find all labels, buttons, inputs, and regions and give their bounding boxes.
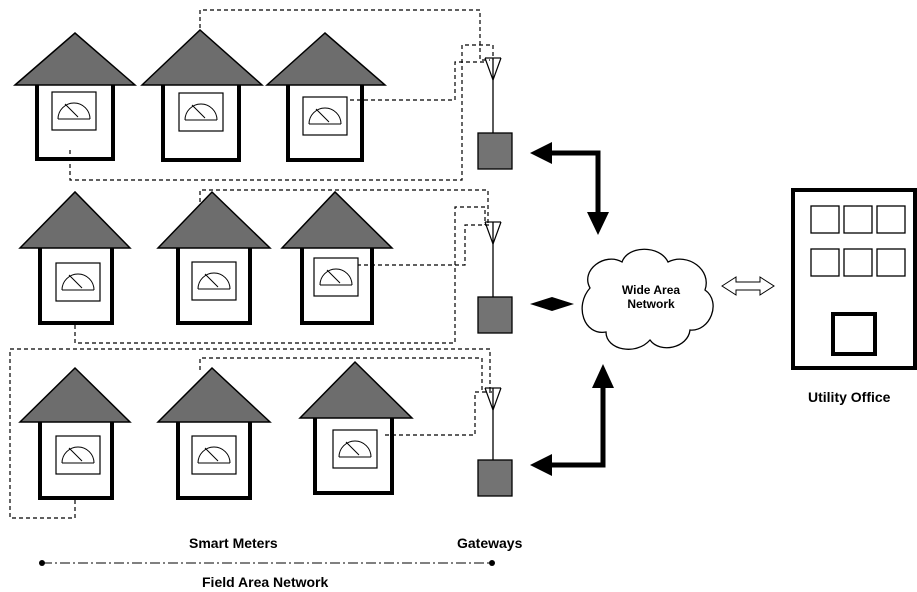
- arrowhead: [592, 364, 614, 388]
- smart-meters-label: Smart Meters: [189, 535, 278, 551]
- gateways: [477, 57, 513, 497]
- house: [280, 190, 394, 325]
- meter-icon: [55, 435, 101, 475]
- meter-icon: [191, 261, 237, 301]
- arrowhead: [587, 212, 609, 235]
- meter-icon: [302, 96, 348, 136]
- house: [18, 190, 132, 325]
- gateway: [477, 57, 513, 170]
- house: [265, 32, 388, 162]
- door: [831, 312, 877, 356]
- house: [140, 28, 264, 162]
- utility-office-building: [791, 188, 917, 370]
- arrow-diamond: [530, 297, 574, 311]
- gateway: [477, 221, 513, 334]
- wan-label: Wide Area Network: [611, 283, 691, 311]
- smart-meter-houses: [12, 28, 414, 500]
- field-area-network-label: Field Area Network: [202, 574, 329, 590]
- house: [12, 32, 138, 161]
- house: [18, 366, 132, 500]
- gateway: [477, 387, 513, 497]
- arrowhead: [530, 454, 552, 476]
- meter-icon: [55, 262, 101, 302]
- meter-icon: [313, 257, 359, 297]
- meter-icon: [332, 429, 378, 469]
- wan-utility-arrow: [721, 276, 775, 296]
- gateways-label: Gateways: [457, 535, 523, 551]
- house: [156, 366, 272, 500]
- arrowhead: [530, 142, 552, 164]
- house: [298, 360, 414, 495]
- field-area-network-span: [39, 560, 495, 566]
- meter-icon: [178, 92, 224, 132]
- house: [156, 190, 272, 325]
- field-area-network-wiring: [9, 9, 494, 519]
- gateway-wan-links: [530, 142, 614, 476]
- wan-cloud: [581, 248, 714, 350]
- utility-office-label: Utility Office: [808, 389, 891, 405]
- meter-icon: [191, 435, 237, 475]
- meter-icon: [51, 91, 97, 131]
- wan-label-text: Wide Area Network: [621, 283, 681, 311]
